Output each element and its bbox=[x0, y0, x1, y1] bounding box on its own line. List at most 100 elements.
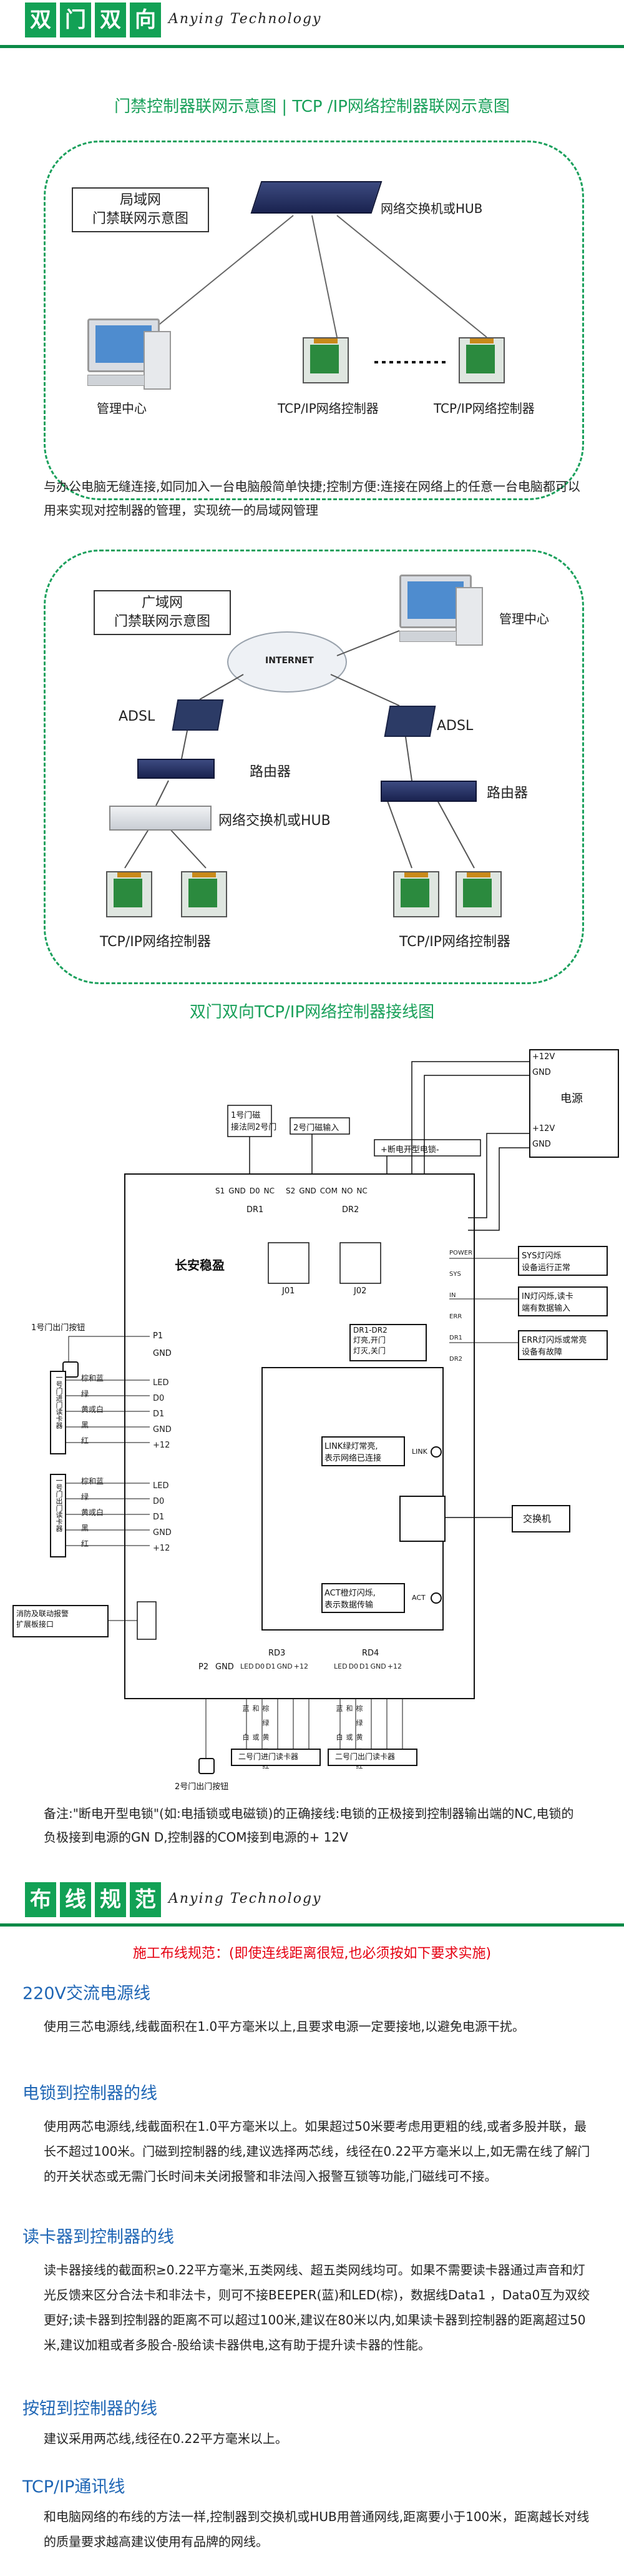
dr1-label: DR1 bbox=[246, 1205, 264, 1215]
internet-cloud-label: INTERNET bbox=[265, 656, 314, 666]
header-char: 门 bbox=[60, 2, 91, 37]
lan-label-box: 局域网 门禁联网示意图 bbox=[72, 187, 209, 232]
reader1-terminals: LED D0 D1 GND +12 bbox=[153, 1375, 172, 1453]
terminal-label: LED bbox=[153, 1378, 169, 1388]
wire-color: 棕和蓝 bbox=[335, 1705, 363, 1712]
reader1-wire-colors: 棕和蓝 绿 黄或白 黑 红 bbox=[81, 1371, 104, 1449]
wiring-warning: 施工布线规范：(即使连线距离很短,也必须按如下要求实施) bbox=[132, 1946, 492, 1962]
reader3-label: 二号门进门读卡器 bbox=[238, 1752, 299, 1761]
diagram-title: 门禁控制器联网示意图 | TCP /IP网络控制器联网示意图 bbox=[114, 97, 510, 116]
sys-note-line: SYS灯闪烁 bbox=[522, 1251, 562, 1261]
board-brand: 长安稳盈 bbox=[175, 1258, 225, 1273]
wiring-note: 备注:"断电开型电锁"(如:电插锁或电磁锁)的正确接线:电锁的正极接到控制器输出… bbox=[44, 1806, 574, 1845]
header-char: 双 bbox=[25, 2, 56, 37]
reader1-label: 一号门进门读卡器 bbox=[55, 1374, 63, 1429]
section-body-button: 建议采用两芯线,线径在0.22平方毫米以上。 bbox=[44, 2431, 288, 2446]
sys-note-box bbox=[518, 1246, 608, 1276]
header-chars: 布 线 规 范 bbox=[25, 1882, 161, 1917]
switch-box-label: 交换机 bbox=[523, 1513, 552, 1524]
terminal-label: GND bbox=[228, 1187, 246, 1195]
reader2-wire-colors: 棕和蓝 绿 黄或白 黑 红 bbox=[81, 1474, 104, 1552]
wire-color: 绿 bbox=[81, 1493, 89, 1501]
fire-alarm-label: 消防及联动报警 扩展板接口 bbox=[16, 1608, 69, 1629]
power-12v-1: +12V bbox=[532, 1052, 555, 1062]
section-header-2: 布 线 规 范 Anying Technology bbox=[0, 1880, 624, 1930]
reader2-label: 一号门出门读卡器 bbox=[55, 1477, 63, 1532]
wan-label-line: 广域网 bbox=[141, 595, 183, 611]
led-label: POWER bbox=[449, 1250, 473, 1256]
rd3-label: RD3 bbox=[268, 1649, 286, 1658]
wan-label-box: 广域网 门禁联网示意图 bbox=[94, 590, 231, 635]
wire-color: 黑 bbox=[81, 1421, 89, 1429]
power-gnd-1: GND bbox=[532, 1068, 551, 1077]
lan-switch-label: 网络交换机或HUB bbox=[381, 201, 483, 216]
in-note-box bbox=[518, 1286, 608, 1316]
power-12v-2: +12V bbox=[532, 1124, 555, 1133]
wan-adsl-left: ADSL bbox=[119, 709, 155, 724]
terminal-label: D0 bbox=[153, 1497, 165, 1506]
header-subtitle: Anying Technology bbox=[168, 11, 322, 27]
wire-color: 黄或白 bbox=[81, 1405, 104, 1414]
lan-label-line: 门禁联网示意图 bbox=[92, 211, 188, 227]
section-body-reader: 读卡器接线的截面积≥0.22平方毫米,五类网线、超五类网线均可。如果不需要读卡器… bbox=[44, 2263, 590, 2352]
reader2-terminals: LED D0 D1 GND +12 bbox=[153, 1478, 172, 1556]
lan-diagram-frame bbox=[44, 141, 584, 500]
terminal-label: GND bbox=[299, 1187, 316, 1195]
j2-p1: P1 bbox=[153, 1331, 163, 1341]
j2-gnd: GND bbox=[153, 1349, 172, 1358]
led-label: IN bbox=[449, 1292, 456, 1299]
reader4-label: 二号门出门读卡器 bbox=[335, 1752, 396, 1761]
terminal-label: S1 bbox=[215, 1187, 225, 1195]
terminal-label: D1 bbox=[266, 1662, 276, 1670]
dr-note-line: 灯灭,关门 bbox=[353, 1346, 386, 1355]
section-title-tcpip: TCP/IP通讯线 bbox=[22, 2477, 125, 2497]
terminal-label: +12 bbox=[293, 1662, 308, 1670]
lan-label-line: 局域网 bbox=[119, 192, 161, 208]
err-note-line: ERR灯闪烁或常亮 bbox=[522, 1336, 587, 1345]
wire-color: 绿 bbox=[81, 1389, 89, 1398]
act-note-line: ACT橙灯闪烁, bbox=[324, 1589, 376, 1598]
err-note-line: 设备有故障 bbox=[522, 1348, 563, 1357]
err-note-box bbox=[518, 1330, 608, 1360]
door1-lock-label: 1号门磁 接法同2号门 bbox=[231, 1108, 276, 1132]
wan-router-right: 路由器 bbox=[487, 786, 529, 801]
door2-input-label: 2号门磁输入 bbox=[293, 1123, 339, 1133]
terminal-label: S2 bbox=[286, 1187, 296, 1195]
switch-box bbox=[512, 1505, 570, 1532]
breaker-label: +断电开型电锁- bbox=[381, 1145, 439, 1155]
wire-color: 红 bbox=[81, 1436, 89, 1445]
terminal-label: D1 bbox=[153, 1409, 165, 1419]
reader4-box bbox=[328, 1749, 417, 1766]
section-title-reader: 读卡器到控制器的线 bbox=[22, 2228, 174, 2247]
wan-controller-right: TCP/IP网络控制器 bbox=[399, 934, 510, 950]
err-note: ERR灯闪烁或常亮 设备有故障 bbox=[522, 1333, 587, 1357]
fire-alarm-line: 扩展板接口 bbox=[16, 1620, 54, 1629]
router-icon bbox=[137, 759, 215, 779]
link-led-icon bbox=[431, 1446, 442, 1458]
link-note-line: LINK绿灯常亮, bbox=[324, 1442, 378, 1451]
rd4-terminals: LED D0 D1 GND +12 bbox=[334, 1662, 402, 1670]
exit-button-2-label: 2号门出门按钮 bbox=[175, 1782, 229, 1792]
wire-color: 棕和蓝 bbox=[241, 1705, 270, 1712]
terminal-label: COM bbox=[319, 1187, 338, 1195]
terminal-label: D0 bbox=[348, 1662, 359, 1670]
wire-color: 绿 bbox=[355, 1719, 363, 1726]
exit-button-1-label: 1号门出门按钮 bbox=[31, 1323, 85, 1333]
dr-note-line: 灯亮,开门 bbox=[353, 1336, 386, 1345]
terminal-label: +12 bbox=[153, 1441, 170, 1450]
door1-lock-line: 接法同2号门 bbox=[231, 1123, 277, 1132]
ethernet-port bbox=[399, 1496, 446, 1542]
terminal-label: D0 bbox=[249, 1187, 260, 1195]
wire-color: 黄或白 bbox=[241, 1734, 270, 1740]
door1-lock-line: 1号门磁 bbox=[231, 1111, 261, 1120]
top-terminal-row: S1 GND D0 NC S2 GND COM NO NC bbox=[215, 1187, 368, 1195]
terminal-label: NO bbox=[341, 1187, 353, 1195]
power-title: 电源 bbox=[560, 1092, 583, 1105]
terminal-label: D0 bbox=[255, 1662, 265, 1670]
act-led-label: ACT bbox=[412, 1594, 426, 1602]
led-label: ERR bbox=[449, 1313, 462, 1320]
section-body-lock: 使用两芯电源线,线截面积在1.0平方毫米以上。如果超过50米要考虑用更粗的线,或… bbox=[44, 2119, 590, 2184]
sys-note-line: 设备运行正常 bbox=[522, 1263, 571, 1273]
reader3-wire-colors: 棕和蓝 绿 黄或白 黑 红 bbox=[240, 1705, 270, 1769]
terminal-label: D0 bbox=[153, 1394, 165, 1403]
